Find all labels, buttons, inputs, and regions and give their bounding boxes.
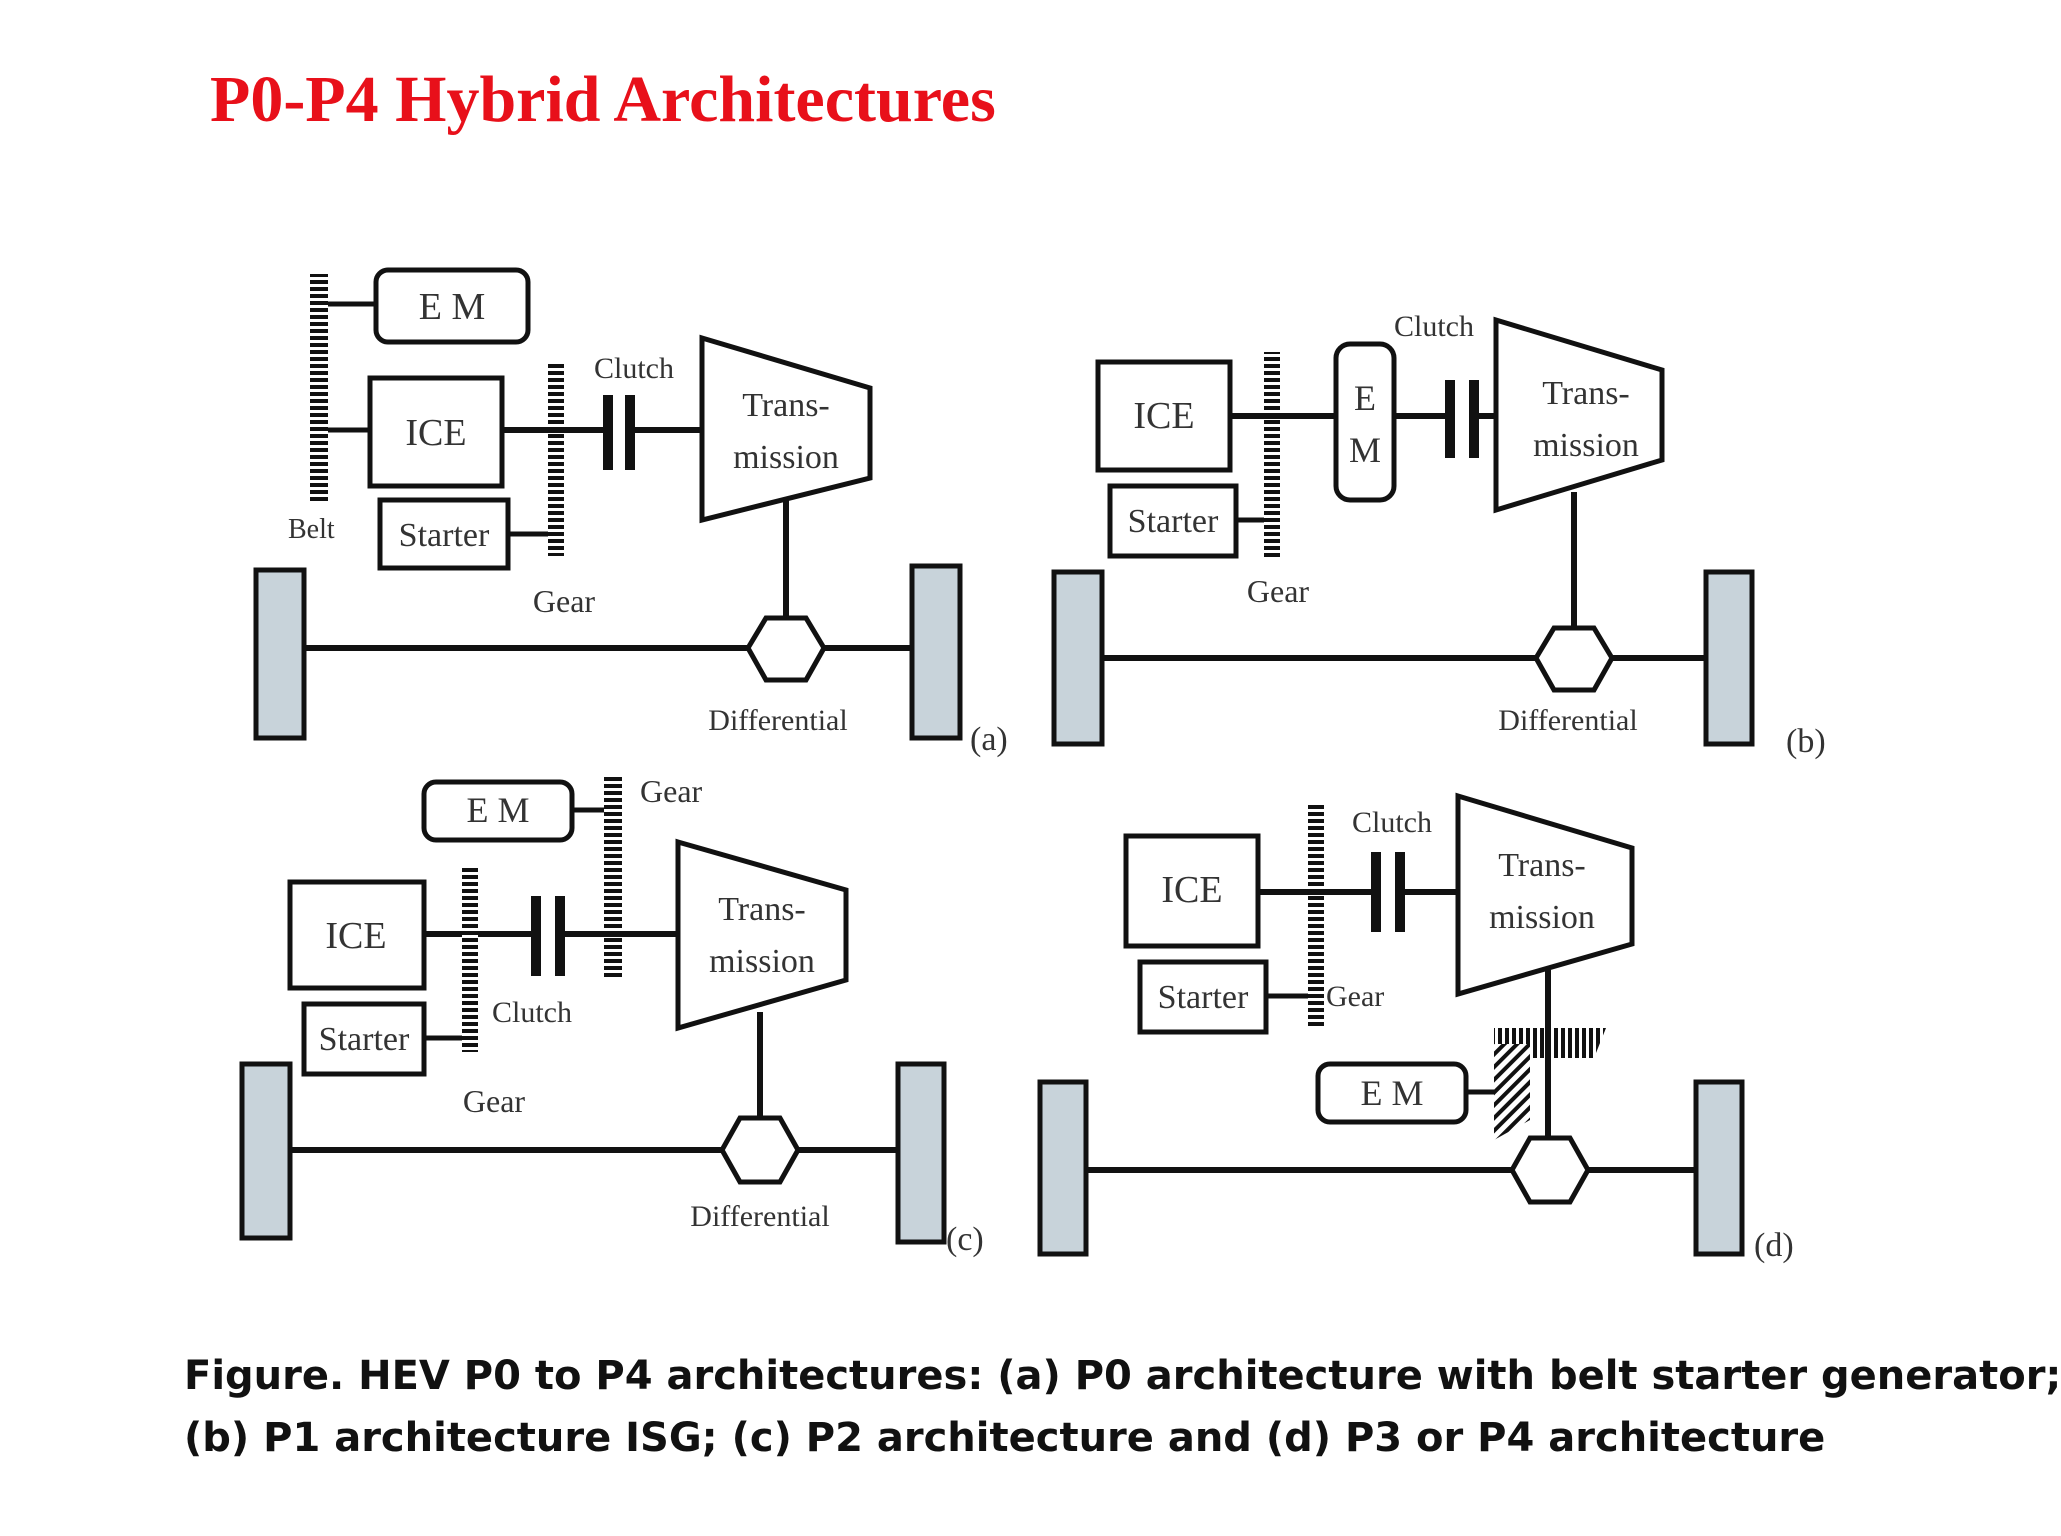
panel-a-belt-label: Belt <box>288 514 335 545</box>
panel-c-trans-label-2: mission <box>709 943 815 980</box>
caption-line-1: Figure. HEV P0 to P4 architectures: (a) … <box>184 1353 2061 1399</box>
wheel-left <box>1037 1079 1089 1257</box>
gear <box>1264 352 1280 558</box>
transmission <box>675 838 849 1032</box>
panel-b-trans-label-1: Trans- <box>1542 375 1630 412</box>
panel-c-tag: (c) <box>946 1221 984 1258</box>
hybrid-architecture-diagram: E M ICE Starter Belt Gear Clutch Trans- … <box>239 267 1826 1264</box>
em-box <box>1333 341 1397 503</box>
panel-b-ice-label: ICE <box>1133 395 1194 437</box>
wheel-right <box>1703 569 1755 747</box>
panel-a-ice-label: ICE <box>405 412 466 454</box>
panel-a-tag: (a) <box>970 721 1008 758</box>
panel-d-trans-label-2: mission <box>1489 899 1595 936</box>
panel-c-gear-label: Gear <box>463 1083 526 1119</box>
belt <box>310 274 328 504</box>
page-title: P0-P4 Hybrid Architectures <box>210 63 996 136</box>
panel-c-labels: E M Gear ICE Starter Clutch Gear Trans- … <box>319 773 984 1258</box>
panel-d-starter-label: Starter <box>1158 979 1249 1016</box>
panel-b-em-label-2: M <box>1349 430 1381 470</box>
gear-bevel-side <box>1494 1044 1530 1140</box>
panel-d-tag: (d) <box>1754 1227 1794 1264</box>
panel-b-gear-label: Gear <box>1247 573 1310 609</box>
panel-d-labels: Clutch ICE Starter Gear Trans- mission E… <box>1158 806 1794 1264</box>
gear-top <box>604 774 622 980</box>
panel-c-gear-top-label: Gear <box>640 773 703 809</box>
panel-b-em-label-1: E <box>1354 378 1376 418</box>
gear <box>1308 802 1324 1026</box>
panel-c <box>239 774 947 1245</box>
panel-a-starter-label: Starter <box>399 517 490 554</box>
panel-a-em-label: E M <box>419 286 486 328</box>
panel-c-starter-label: Starter <box>319 1021 410 1058</box>
panel-a-labels: E M ICE Starter Belt Gear Clutch Trans- … <box>288 286 1008 758</box>
gear <box>548 364 564 556</box>
panel-b <box>1051 316 1755 747</box>
ice-box <box>287 879 427 991</box>
panel-b-starter-label: Starter <box>1128 503 1219 540</box>
caption-line-2: (b) P1 architecture ISG; (c) P2 architec… <box>184 1415 1826 1461</box>
panel-d-clutch-label: Clutch <box>1352 806 1432 839</box>
wheel-right <box>1693 1079 1745 1257</box>
panel-a-trans-label-1: Trans- <box>742 387 830 424</box>
panel-c-em-label: E M <box>467 790 530 830</box>
differential <box>745 615 827 683</box>
differential <box>1509 1135 1591 1205</box>
panel-c-clutch-label: Clutch <box>492 996 572 1029</box>
transmission <box>1493 316 1665 514</box>
wheel-left <box>1051 569 1105 747</box>
panel-d <box>1037 792 1745 1257</box>
panel-b-trans-label-2: mission <box>1533 427 1639 464</box>
panel-a-differential-label: Differential <box>708 704 847 737</box>
starter-box <box>1107 483 1239 559</box>
transmission <box>1455 792 1635 998</box>
panel-c-ice-label: ICE <box>325 915 386 957</box>
wheel-left <box>239 1061 293 1241</box>
ice-box <box>1095 359 1233 473</box>
panel-b-labels: ICE E M Starter Gear Clutch Trans- missi… <box>1128 310 1826 760</box>
panel-b-tag: (b) <box>1786 723 1826 760</box>
ice-box <box>367 375 505 489</box>
panel-a <box>253 267 963 741</box>
panel-d-ice-label: ICE <box>1161 869 1222 911</box>
differential <box>719 1115 801 1185</box>
panel-c-differential-label: Differential <box>690 1200 829 1233</box>
panel-a-trans-label-2: mission <box>733 439 839 476</box>
panel-c-trans-label-1: Trans- <box>718 891 806 928</box>
panel-a-clutch-label: Clutch <box>594 352 674 385</box>
wheel-right <box>909 563 963 741</box>
panel-b-clutch-label: Clutch <box>1394 310 1474 343</box>
panel-d-gear-label: Gear <box>1326 980 1384 1013</box>
panel-d-trans-label-1: Trans- <box>1498 847 1586 884</box>
panel-a-gear-label: Gear <box>533 583 596 619</box>
transmission <box>699 334 873 524</box>
gear <box>462 868 478 1052</box>
starter-box <box>377 497 511 571</box>
differential <box>1533 625 1615 693</box>
panel-b-differential-label: Differential <box>1498 704 1637 737</box>
wheel-left <box>253 567 307 741</box>
starter-box <box>1137 959 1269 1035</box>
panel-d-em-label: E M <box>1361 1073 1424 1113</box>
wheel-right <box>895 1061 947 1245</box>
figure-caption: Figure. HEV P0 to P4 architectures: (a) … <box>184 1345 2061 1469</box>
